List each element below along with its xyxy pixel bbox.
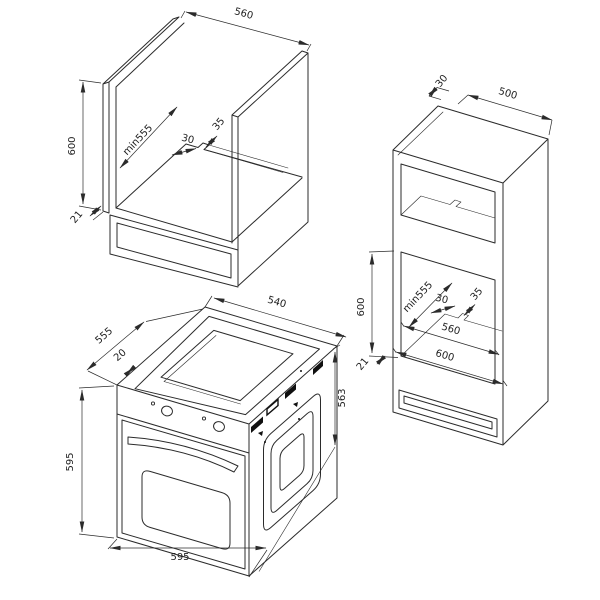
side-vent [313, 360, 323, 375]
oven-side-vents [251, 360, 323, 443]
base-cabinet-structure-lines [102, 16, 309, 288]
dim-label-base-opening-width: 560 [233, 6, 254, 22]
clip-mark [258, 431, 263, 436]
base-cabinet-dimension-lines [78, 10, 312, 221]
dim-label-tall-top-depth: 500 [497, 86, 518, 102]
dim-label-tall-niche-height: 600 [356, 297, 367, 316]
dim-label-tall-base-width: 600 [434, 348, 455, 364]
dim-label-oven-front-width: 595 [170, 552, 189, 563]
clip-mark [293, 402, 298, 407]
indicator-dot [201, 416, 207, 421]
side-vent-outlined [266, 397, 279, 417]
dim-label-oven-body-width: 540 [266, 295, 287, 311]
left-knob [161, 405, 173, 417]
oven-knobs [150, 401, 225, 432]
rivet-dot [264, 441, 266, 443]
rivet-dot [298, 418, 300, 420]
dim-label-base-notch-width: 30 [180, 133, 195, 147]
dim-label-oven-body-height: 563 [337, 388, 348, 407]
side-vent [285, 383, 296, 399]
side-vent [251, 416, 263, 433]
right-knob [213, 421, 225, 432]
dim-label-tall-notch-width: 30 [434, 293, 449, 307]
tall-cabinet-dimension-lines [368, 86, 553, 387]
oven-drawing: 540 555 20 563 595 595 [65, 295, 348, 578]
oven-dimension-lines [78, 295, 347, 578]
indicator-dot [150, 401, 156, 406]
dim-label-oven-front-height: 595 [65, 452, 76, 471]
dim-label-tall-niche-width: 560 [440, 322, 461, 338]
dim-label-base-opening-height: 600 [67, 136, 78, 155]
rivet-dot [300, 370, 302, 372]
